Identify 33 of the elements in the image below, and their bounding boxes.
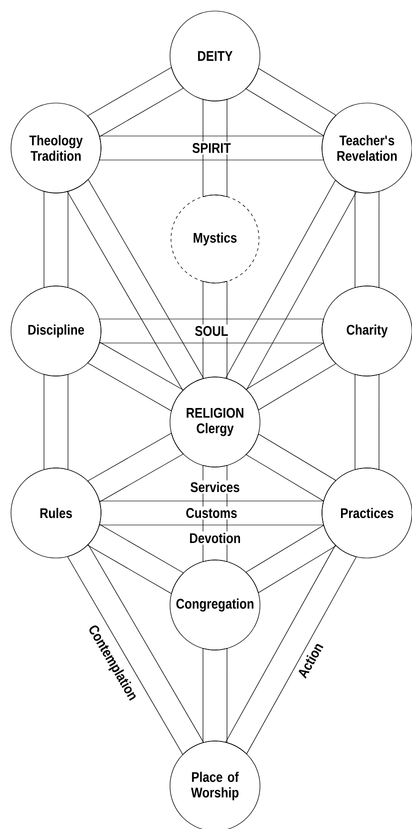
channel-path [246, 434, 336, 502]
circle-node: Rules [10, 468, 102, 558]
channel-path [202, 281, 228, 379]
channel-path [87, 524, 184, 594]
channel-path [246, 68, 336, 136]
circle-node: Discipline [10, 286, 102, 376]
channel-path [246, 524, 336, 594]
circle-node: Congregation [170, 560, 260, 650]
channel-path [99, 318, 324, 344]
edge-label: SPIRIT [190, 142, 232, 154]
channel-label: Services [188, 480, 242, 494]
edge-label: SOUL [193, 324, 230, 338]
channel-path [87, 67, 184, 137]
channel-path [354, 191, 380, 288]
edge-label: Customs [184, 506, 239, 520]
channel-path [99, 500, 324, 526]
channel-label: Devotion [188, 531, 242, 545]
channel-path [225, 544, 357, 754]
channel-path [44, 191, 68, 288]
circle-node: DEITY [170, 10, 260, 102]
channel-path [225, 180, 357, 390]
circle-node: Theology Tradition [10, 102, 102, 194]
channel-path [354, 374, 380, 470]
channel-path [202, 648, 228, 743]
channel-path [67, 544, 204, 755]
channel-path [99, 136, 324, 160]
channel-path [246, 342, 336, 410]
channel-path [44, 374, 68, 470]
channel-path [87, 342, 184, 412]
circle-node: RELIGION Clergy [170, 376, 260, 468]
channel-path [87, 432, 184, 502]
channel-path [202, 99, 228, 197]
channel-path [67, 179, 204, 391]
